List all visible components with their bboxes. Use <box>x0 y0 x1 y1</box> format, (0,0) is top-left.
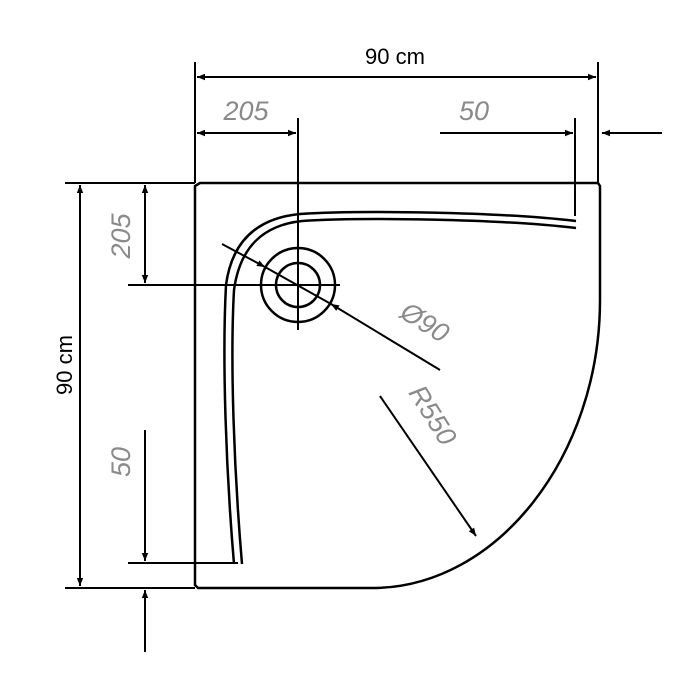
radius-label: R550 <box>403 380 463 451</box>
drain-offset-y-label: 205 <box>106 212 136 259</box>
drain-diameter-label: Ø90 <box>394 296 454 349</box>
depth-label: 90 cm <box>52 335 77 395</box>
dimension-lines <box>65 62 662 652</box>
rim-x-label: 50 <box>459 96 489 126</box>
width-label: 90 cm <box>365 44 425 69</box>
rim-y-label: 50 <box>106 447 136 477</box>
drain-offset-x-label: 205 <box>222 96 269 126</box>
inner-rim <box>223 210 577 565</box>
tray-outline <box>193 181 602 590</box>
